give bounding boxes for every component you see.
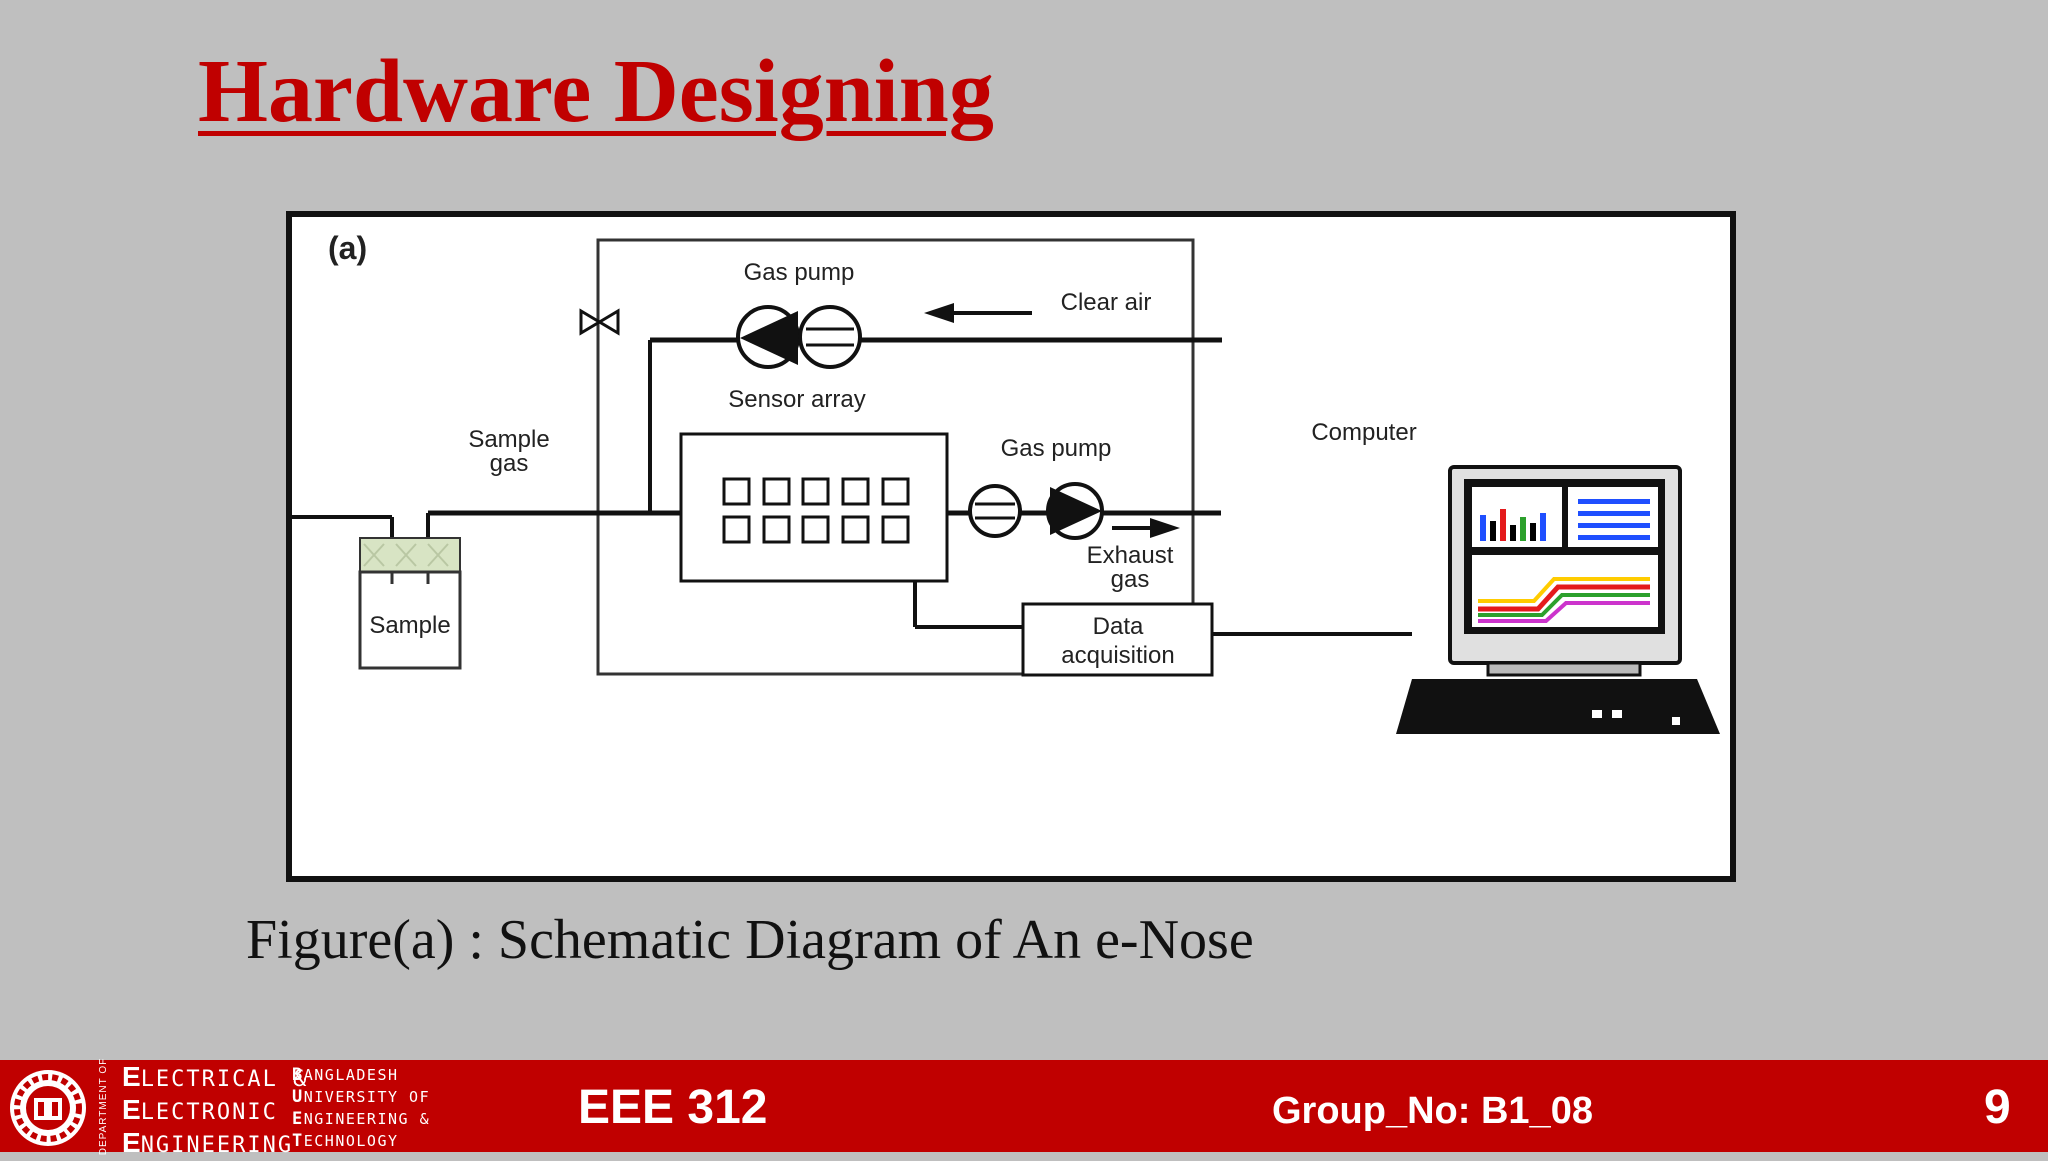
label-computer: Computer bbox=[1311, 419, 1416, 446]
computer-icon bbox=[1396, 465, 1720, 734]
sensor-cell bbox=[801, 477, 830, 506]
label-gas-pump-bottom: Gas pump bbox=[1001, 435, 1112, 462]
uni-line: BANGLADESH bbox=[292, 1064, 430, 1086]
uni-initial: T bbox=[292, 1131, 304, 1151]
group-number: Group_No: B1_08 bbox=[1272, 1090, 1593, 1132]
label-data-acq-2: acquisition bbox=[1061, 642, 1174, 669]
figure-caption: Figure(a) : Schematic Diagram of An e-No… bbox=[246, 909, 1254, 971]
computer-keyboard bbox=[1396, 679, 1720, 734]
dept-initial: E bbox=[122, 1127, 141, 1158]
uni-rest: NIVERSITY OF bbox=[303, 1088, 431, 1106]
course-code: EEE 312 bbox=[578, 1081, 768, 1134]
label-sample-gas-1: Sample bbox=[468, 426, 549, 453]
data-acquisition-box bbox=[1021, 602, 1214, 677]
screen-trace-green bbox=[1478, 593, 1650, 617]
label-gas-pump-top: Gas pump bbox=[744, 259, 855, 286]
screen-bar bbox=[1530, 523, 1536, 541]
enose-schematic: (a) Gas pump Clear air Sensor array Samp… bbox=[292, 230, 1720, 734]
sample-lid-pattern bbox=[363, 543, 449, 567]
exhaust-arrow-head bbox=[1150, 518, 1180, 538]
dept-line: ELECTRONIC bbox=[122, 1095, 308, 1128]
sensor-cell bbox=[881, 477, 910, 506]
top-pump-arrow bbox=[740, 311, 798, 365]
dept-vertical-label: DEPARTMENT OF bbox=[96, 1057, 112, 1154]
sensor-cell bbox=[801, 515, 830, 544]
sensor-cell bbox=[841, 515, 870, 544]
label-sample-gas-2: gas bbox=[490, 450, 529, 477]
dept-line: ELECTRICAL & bbox=[122, 1062, 308, 1095]
screen-trace-yellow bbox=[1478, 577, 1650, 603]
uni-line: TECHNOLOGY bbox=[292, 1130, 430, 1152]
top-flowmeter-icon bbox=[798, 305, 862, 369]
panel-label: (a) bbox=[328, 230, 367, 266]
screen-bar bbox=[1520, 517, 1526, 541]
uni-rest: ANGLADESH bbox=[303, 1066, 399, 1084]
uni-initial: U bbox=[292, 1087, 304, 1107]
sample-lid bbox=[359, 537, 461, 573]
screen-bar bbox=[1480, 515, 1486, 541]
uni-initial: B bbox=[292, 1065, 304, 1085]
dept-line: ENGINEERING bbox=[122, 1128, 308, 1161]
screen-panel-1 bbox=[1472, 487, 1562, 547]
label-exhaust-1: Exhaust bbox=[1087, 542, 1174, 569]
department-name: ELECTRICAL & ELECTRONIC ENGINEERING bbox=[122, 1062, 308, 1161]
dept-vertical-text: DEPARTMENT OF bbox=[98, 1057, 110, 1155]
keyboard-key bbox=[1612, 710, 1622, 718]
screen-line bbox=[1578, 523, 1650, 528]
screen-line bbox=[1578, 535, 1650, 540]
label-sensor-array: Sensor array bbox=[728, 386, 865, 413]
label-exhaust-2: gas bbox=[1111, 566, 1150, 593]
sensor-array-box bbox=[679, 432, 949, 583]
figure-panel: (a) Gas pump Clear air Sensor array Samp… bbox=[286, 211, 1736, 882]
sensor-cell bbox=[762, 477, 791, 506]
enclosure-box bbox=[596, 238, 1195, 676]
slide-number: 9 bbox=[1984, 1081, 2011, 1134]
label-data-acq-1: Data bbox=[1093, 613, 1144, 640]
screen-trace-magenta bbox=[1478, 601, 1650, 623]
university-name: BANGLADESH UNIVERSITY OF ENGINEERING & T… bbox=[292, 1064, 430, 1152]
sensor-cell bbox=[722, 515, 751, 544]
sensor-cell bbox=[722, 477, 751, 506]
computer-stand bbox=[1486, 661, 1642, 677]
valve-icon bbox=[579, 308, 620, 336]
keyboard-key bbox=[1592, 710, 1602, 718]
screen-bar bbox=[1500, 509, 1506, 541]
bottom-pump-arrow bbox=[1050, 487, 1102, 535]
sensor-cell bbox=[762, 515, 791, 544]
slide-title: Hardware Designing bbox=[198, 42, 994, 141]
keyboard-key bbox=[1672, 717, 1680, 725]
uni-initial: E bbox=[292, 1109, 304, 1129]
label-clear-air: Clear air bbox=[1061, 289, 1152, 316]
sensor-cell bbox=[841, 477, 870, 506]
screen-trace-red bbox=[1478, 584, 1650, 612]
uni-rest: ECHNOLOGY bbox=[303, 1132, 399, 1150]
screen-bar bbox=[1510, 525, 1516, 541]
bottom-flowmeter-icon bbox=[968, 484, 1022, 538]
dept-initial: E bbox=[122, 1061, 141, 1092]
uni-rest: NGINEERING & bbox=[303, 1110, 431, 1128]
sensor-cells bbox=[722, 477, 910, 544]
screen-line bbox=[1578, 499, 1650, 504]
footer-bar: DEPARTMENT OF ELECTRICAL & ELECTRONIC EN… bbox=[0, 1057, 2048, 1158]
label-sample: Sample bbox=[369, 612, 450, 639]
dept-initial: E bbox=[122, 1094, 141, 1125]
dept-rest: LECTRICAL & bbox=[140, 1067, 309, 1092]
screen-bar bbox=[1490, 521, 1496, 541]
dept-rest: LECTRONIC bbox=[140, 1100, 278, 1125]
screen-line bbox=[1578, 511, 1650, 516]
clear-air-arrow-head bbox=[924, 303, 954, 323]
uni-line: ENGINEERING & bbox=[292, 1108, 430, 1130]
dept-rest: NGINEERING bbox=[140, 1133, 294, 1158]
screen-bar bbox=[1540, 513, 1546, 541]
buet-logo-icon bbox=[10, 1070, 86, 1146]
uni-line: UNIVERSITY OF bbox=[292, 1086, 430, 1108]
sensor-cell bbox=[881, 515, 910, 544]
sample-container bbox=[358, 570, 462, 670]
